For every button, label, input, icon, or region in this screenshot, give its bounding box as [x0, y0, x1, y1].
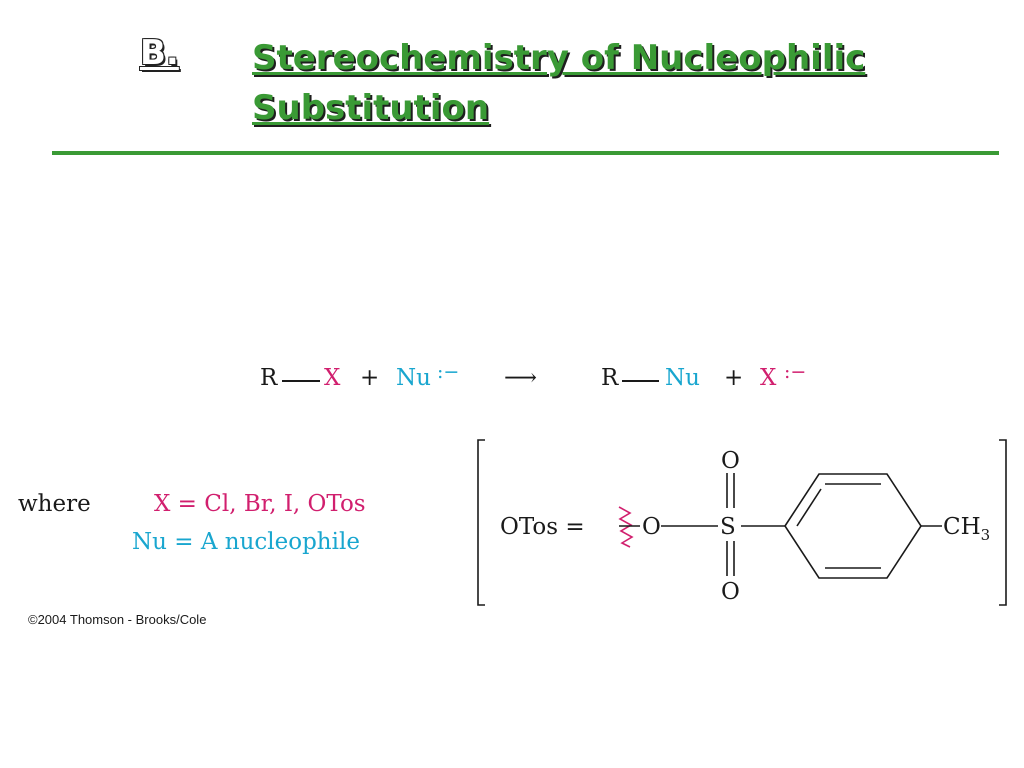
otos-label: OTos = [500, 514, 585, 540]
slide-header: B. Stereochemistry of Nucleophilic Subst… [0, 0, 1024, 160]
ester-oxygen: O [642, 514, 661, 540]
leaving-group-x: X [760, 365, 777, 391]
leaving-group-charge: :− [784, 361, 807, 383]
methyl-group: CH3 [943, 514, 990, 544]
reactant-r: R [260, 365, 278, 391]
reactant-bond [282, 380, 320, 382]
right-bracket [999, 439, 1007, 606]
benzene-ring [784, 473, 922, 579]
left-bracket [477, 439, 485, 606]
product-r: R [601, 365, 619, 391]
x-definition: X = Cl, Br, I, OTos [154, 491, 366, 517]
reaction-arrow: ⟶ [504, 365, 537, 391]
reactant-x: X [324, 365, 341, 391]
nucleophile-nu: Nu [396, 365, 431, 391]
nu-definition: Nu = A nucleophile [132, 529, 360, 555]
product-bond [622, 380, 659, 382]
plus-sign-2: + [724, 365, 744, 391]
where-label: where [18, 491, 91, 517]
section-letter: B. [140, 33, 179, 73]
reaction-figure: R X + Nu :− ⟶ R Nu + X :− where X = Cl, … [14, 358, 1009, 632]
product-nu: Nu [665, 365, 700, 391]
slide-title: Stereochemistry of Nucleophilic Substitu… [252, 38, 866, 128]
otos-structure: OTos = O S O O CH3 [477, 439, 1007, 606]
title-underline-rule [52, 151, 999, 155]
copyright-credit: ©2004 Thomson - Brooks/Cole [28, 612, 207, 627]
sulfonyl-oxygen-top: O [721, 448, 740, 474]
sulfonyl-oxygen-bottom: O [721, 579, 740, 605]
attachment-wavy-bond [618, 506, 634, 548]
plus-sign-1: + [360, 365, 380, 391]
ring-double-bond-left [796, 488, 822, 527]
nucleophile-charge: :− [437, 361, 460, 383]
sulfur-atom: S [720, 514, 736, 540]
